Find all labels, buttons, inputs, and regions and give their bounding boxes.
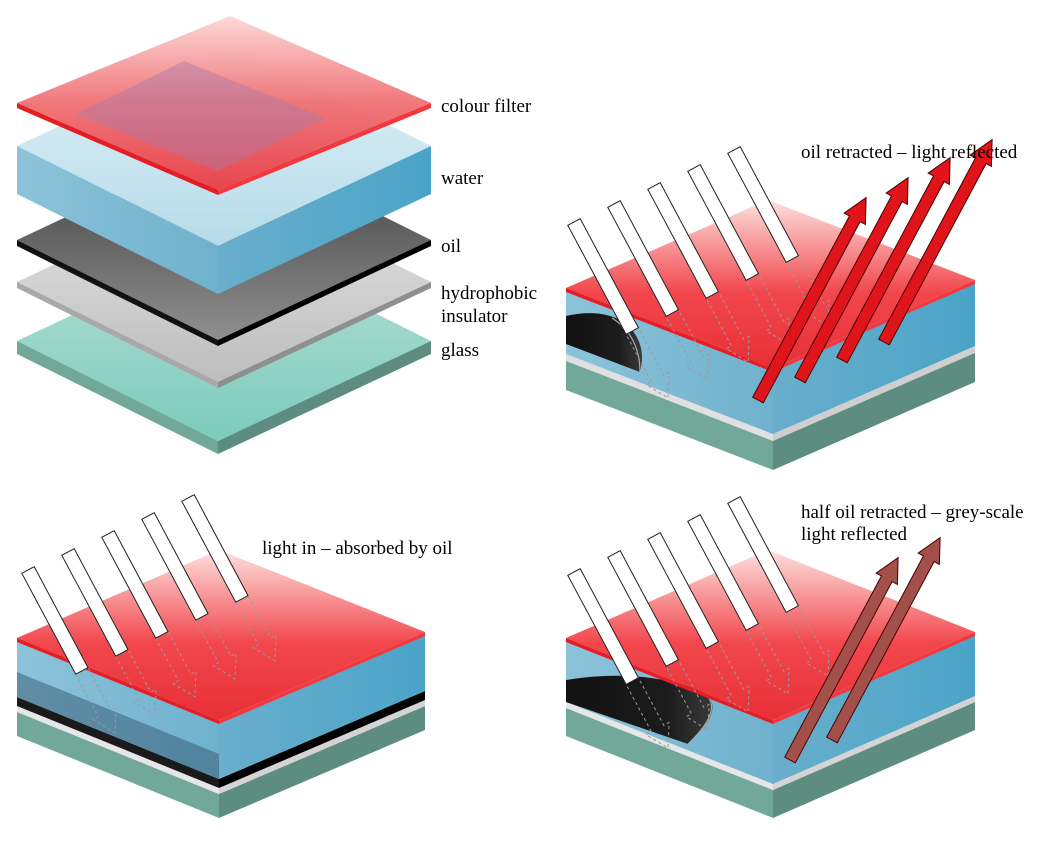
incoming-light-arrow <box>687 164 760 281</box>
incoming-light-arrow <box>567 218 640 335</box>
label-glass: glass <box>441 340 479 361</box>
incoming-light-arrow <box>727 146 800 263</box>
incoming-light-arrow <box>687 514 760 631</box>
label-hydrophobic: hydrophobic <box>441 283 537 304</box>
incoming-light-arrow <box>567 568 640 685</box>
incoming-light-arrow <box>181 494 249 603</box>
reflected-light-arrow <box>836 156 951 364</box>
reflected-light-arrow <box>752 196 867 404</box>
incoming-light-arrow <box>647 532 720 649</box>
reflected-light-arrow <box>826 536 941 744</box>
caption-absorbed: light in – absorbed by oil <box>262 538 453 559</box>
panel-half-retracted: half oil retracted – grey-scale light re… <box>566 496 1024 818</box>
incoming-light-arrows <box>21 494 277 734</box>
incoming-light-arrows <box>567 146 830 399</box>
incoming-light-arrow <box>647 182 720 299</box>
incoming-light-arrow <box>101 530 169 639</box>
panel-absorbed: light in – absorbed by oil <box>17 494 453 818</box>
exploded-stack: colour filter water oil hydrophobic insu… <box>17 16 537 454</box>
reflected-light-arrow <box>878 138 993 346</box>
incoming-light-arrow <box>61 548 129 657</box>
incoming-light-arrow <box>141 512 209 621</box>
reflected-light-arrows <box>784 536 941 764</box>
caption-oil-retracted: oil retracted – light reflected <box>801 142 1018 163</box>
panel-oil-retracted: oil retracted – light reflected <box>566 138 1018 470</box>
caption-half-line2: light reflected <box>801 524 908 545</box>
label-water: water <box>441 168 484 189</box>
colour-filter-layer <box>17 16 431 195</box>
label-oil: oil <box>441 236 461 257</box>
incoming-light-arrow <box>727 496 800 613</box>
incoming-light-arrow <box>607 200 680 317</box>
label-insulator: insulator <box>441 306 508 327</box>
incoming-light-arrow <box>21 566 89 675</box>
incoming-light-arrow <box>607 550 680 667</box>
reflected-light-arrows <box>752 138 993 404</box>
reflected-light-arrow <box>794 176 909 384</box>
reflected-light-arrow <box>784 556 899 764</box>
caption-half-line1: half oil retracted – grey-scale <box>801 502 1024 523</box>
label-colour-filter: colour filter <box>441 96 532 117</box>
incoming-light-arrows <box>567 496 830 749</box>
